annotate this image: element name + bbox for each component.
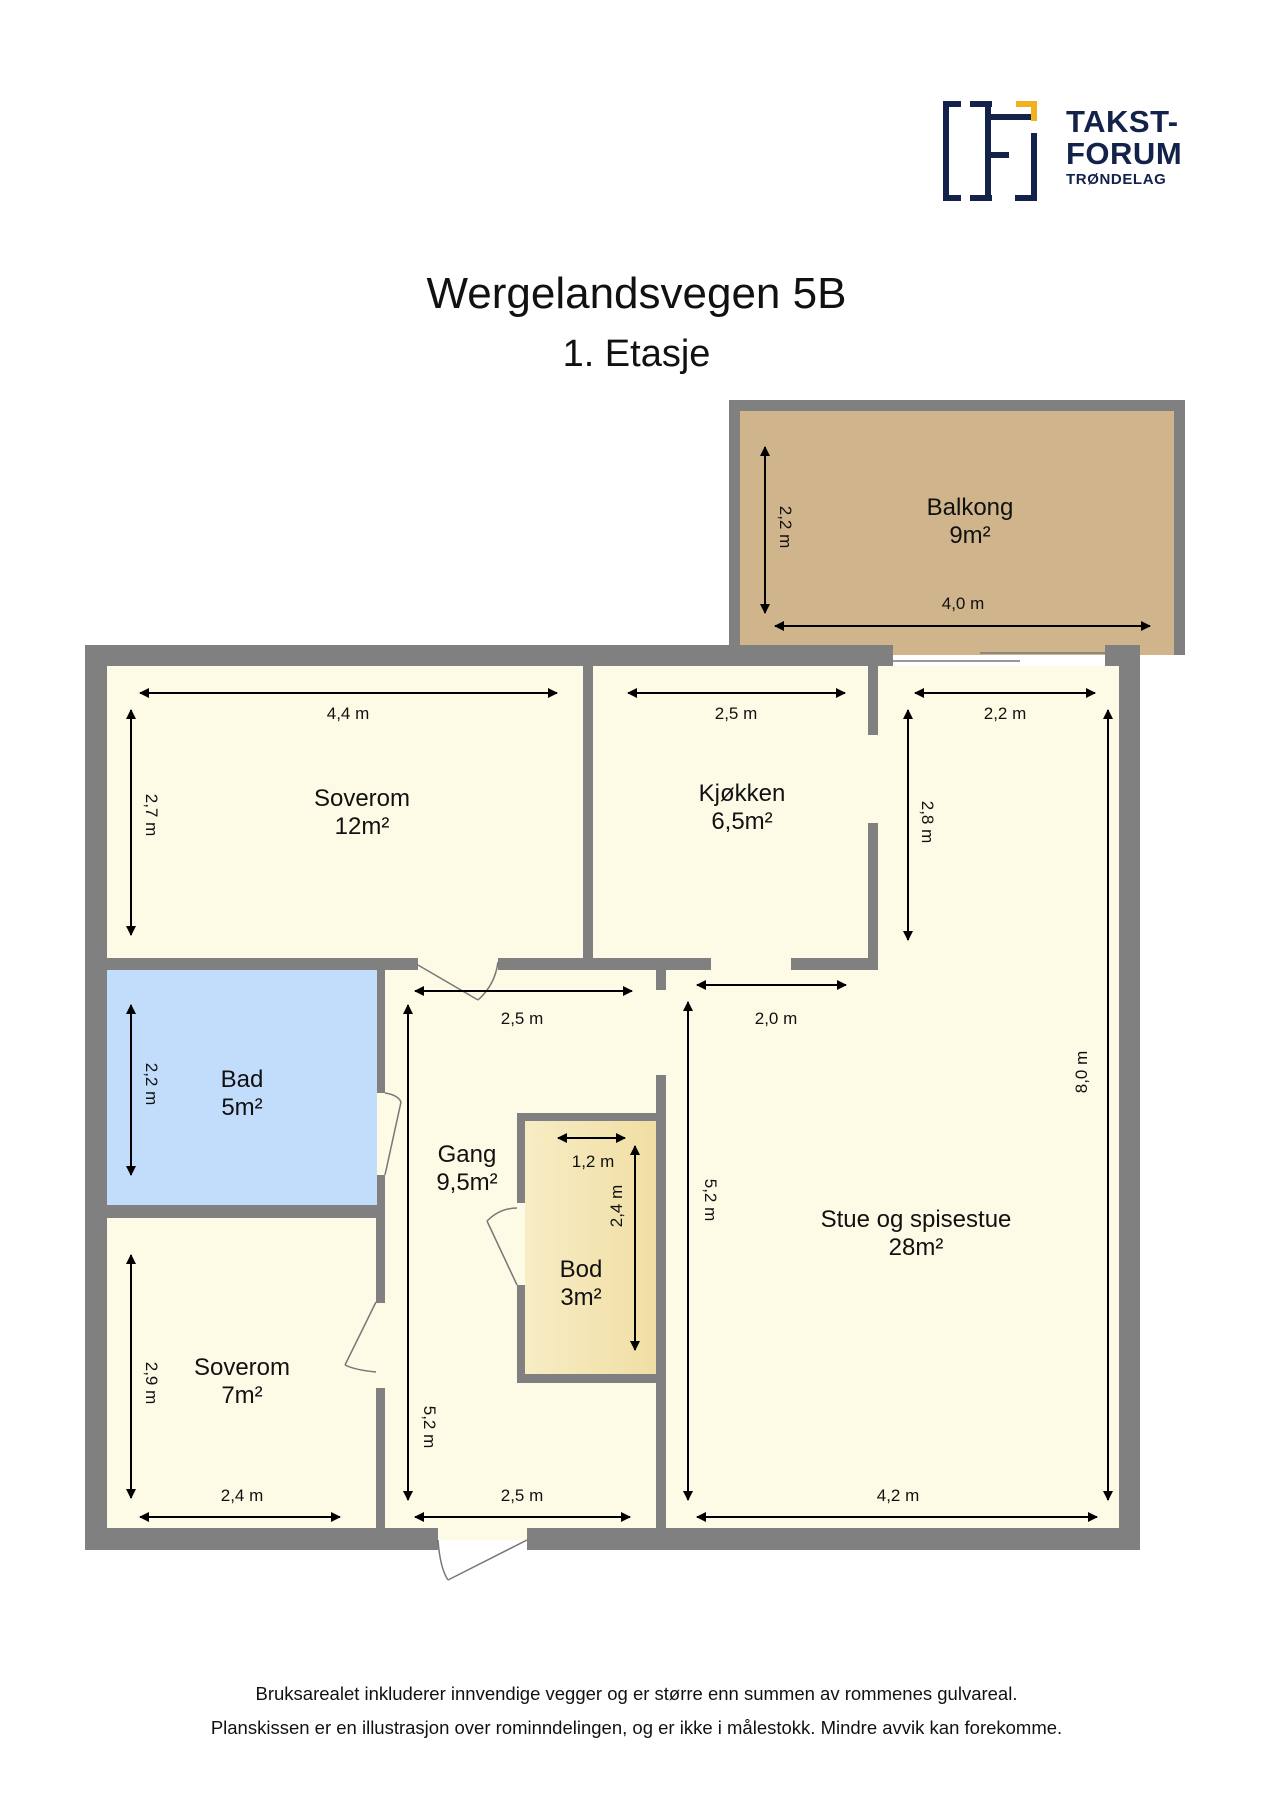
- room-name: Soverom: [313, 785, 411, 812]
- dim-balkong-width: 4,0 m: [941, 594, 985, 613]
- room-name: Soverom: [193, 1354, 291, 1381]
- room-area: 5m²: [221, 1094, 263, 1121]
- dim-bad-height: 2,2 m: [142, 1062, 161, 1106]
- dim-bod-height: 2,4 m: [607, 1184, 626, 1228]
- dim-stue-bottom-width: 4,2 m: [876, 1486, 920, 1505]
- floor-subtitle: 1. Etasje: [562, 333, 711, 375]
- room-area: 6,5m²: [711, 808, 773, 835]
- dim-stue-total-height: 8,0 m: [1072, 1050, 1091, 1094]
- logo-line-2: FORUM: [1066, 136, 1183, 171]
- room-soverom-12: [107, 666, 583, 958]
- dim-gang-height: 5,2 m: [420, 1405, 439, 1449]
- room-label-bod: Bod 3m²: [560, 1256, 603, 1312]
- room-name: Stue og spisestue: [820, 1206, 1012, 1233]
- dim-soverom7-height: 2,9 m: [142, 1361, 161, 1405]
- footer-note-2: Planskissen er en illustrasjon over romi…: [210, 1717, 1063, 1738]
- room-label-gang: Gang 9,5m²: [436, 1141, 497, 1197]
- dim-stue-middle-width: 2,0 m: [754, 1009, 798, 1028]
- logo-icon: [943, 101, 1037, 201]
- room-label-soverom-7: Soverom 7m²: [194, 1354, 290, 1410]
- logo-line-1: TAKST-: [1066, 104, 1179, 139]
- room-label-balkong: Balkong 9m²: [927, 494, 1014, 550]
- logo-line-3: TRØNDELAG: [1066, 171, 1167, 188]
- room-area: 7m²: [221, 1382, 263, 1409]
- room-area: 28m²: [888, 1234, 944, 1261]
- footer-note-1: Bruksarealet inkluderer innvendige vegge…: [255, 1683, 1018, 1704]
- dim-gang-bottom-width: 2,5 m: [500, 1486, 544, 1505]
- page-title: Wergelandsvegen 5B: [426, 269, 847, 318]
- logo-wordmark: TAKST- FORUM TRØNDELAG: [1066, 106, 1182, 190]
- room-label-soverom-12: Soverom 12m²: [314, 785, 410, 841]
- room-label-kjokken: Kjøkken 6,5m²: [699, 780, 786, 836]
- dim-kjokken-width: 2,5 m: [714, 704, 758, 723]
- dim-balkong-height: 2,2 m: [776, 505, 795, 549]
- room-name: Bad: [220, 1066, 264, 1093]
- dim-stue-lower-height: 5,2 m: [701, 1178, 720, 1222]
- room-area: 3m²: [560, 1284, 602, 1311]
- room-area: 12m²: [334, 813, 390, 840]
- room-stue-upper: [878, 666, 1119, 976]
- room-kjokken: [593, 666, 868, 958]
- dim-stue-upper-height: 2,8 m: [918, 800, 937, 844]
- room-name: Gang: [437, 1141, 497, 1168]
- room-area: 9m²: [949, 522, 991, 549]
- dim-soverom7-width: 2,4 m: [220, 1486, 264, 1505]
- room-soverom-7: [107, 1218, 376, 1528]
- room-name: Balkong: [926, 494, 1014, 521]
- dim-stue-top-width: 2,2 m: [983, 704, 1027, 723]
- room-label-bad: Bad 5m²: [221, 1066, 264, 1122]
- dim-soverom12-width: 4,4 m: [326, 704, 370, 723]
- room-stue-lower: [666, 970, 1119, 1528]
- room-name: Bod: [559, 1256, 603, 1283]
- dim-gang-top-width: 2,5 m: [500, 1009, 544, 1028]
- dim-soverom12-height: 2,7 m: [142, 793, 161, 837]
- room-area: 9,5m²: [436, 1169, 498, 1196]
- room-label-stue: Stue og spisestue 28m²: [821, 1206, 1012, 1262]
- room-bad: [107, 970, 377, 1205]
- dim-bod-width: 1,2 m: [571, 1152, 615, 1171]
- room-name: Kjøkken: [698, 780, 786, 807]
- balcony-floor: [740, 411, 1174, 655]
